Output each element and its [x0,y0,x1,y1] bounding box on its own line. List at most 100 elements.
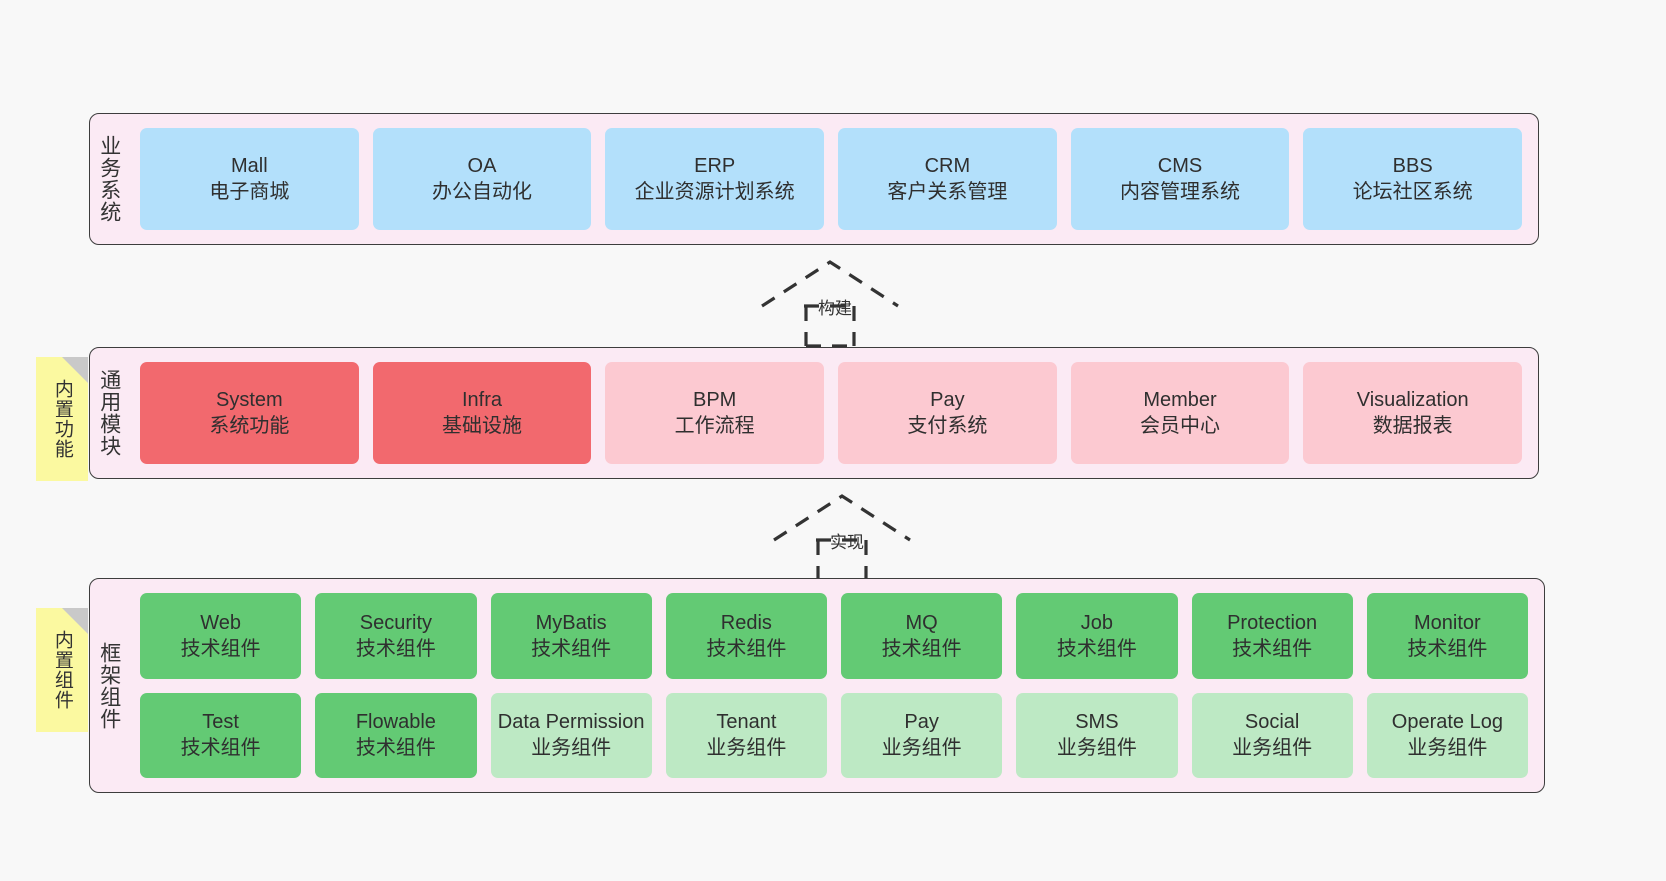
module-name: Visualization [1356,389,1469,411]
component-subtitle: 业务组件 [706,737,787,760]
module-box-member[interactable]: Member 会员中心 [1070,362,1290,464]
arrow-build-icon [760,258,900,348]
component-box-test[interactable]: Test 技术组件 [140,692,302,778]
component-subtitle: 技术组件 [180,737,261,760]
module-box-system[interactable]: System 系统功能 [140,362,359,464]
module-name: System [215,389,283,411]
component-name: Web [200,611,241,634]
component-subtitle: 技术组件 [180,637,261,660]
layer-common-module: 通用模块 System 系统功能 Infra 基础设施 BPM 工作流程 Pay… [89,347,1539,479]
module-box-visualization[interactable]: Visualization 数据报表 [1303,362,1523,464]
sticky-fold-corner [62,608,88,634]
component-box-job[interactable]: Job 技术组件 [1016,593,1178,679]
module-subtitle: 数据报表 [1372,415,1453,437]
layer-boxes-business-system: Mall 电子商城 OA 办公自动化 ERP 企业资源计划系统 CRM 客户关系… [128,114,1538,244]
component-subtitle: 技术组件 [355,737,436,760]
box-row: System 系统功能 Infra 基础设施 BPM 工作流程 Pay 支付系统… [140,362,1523,464]
module-name: Pay [930,389,965,411]
component-name: Data Permission [497,711,645,734]
component-name: Tenant [716,711,777,734]
module-subtitle: 办公自动化 [432,181,532,203]
layer-boxes-framework-component: Web 技术组件 Security 技术组件 MyBatis 技术组件 Redi… [128,579,1544,792]
module-subtitle: 客户关系管理 [887,181,1008,203]
module-name: BBS [1392,155,1433,177]
module-name: ERP [694,155,736,177]
component-subtitle: 技术组件 [531,637,612,660]
component-box-tenant[interactable]: Tenant 业务组件 [665,692,827,778]
module-name: Infra [461,389,503,411]
module-box-bbs[interactable]: BBS 论坛社区系统 [1303,128,1523,230]
component-name: SMS [1075,711,1119,734]
component-box-sms[interactable]: SMS 业务组件 [1016,692,1178,778]
module-subtitle: 电子商城 [209,181,290,203]
component-box-monitor[interactable]: Monitor 技术组件 [1366,593,1528,679]
layer-framework-component: 框架组件 Web 技术组件 Security 技术组件 MyBatis 技术组件… [89,578,1545,793]
module-subtitle: 内容管理系统 [1120,181,1241,203]
arrow-implement-label: 实现 [830,533,864,552]
component-subtitle: 技术组件 [1232,637,1313,660]
component-box-mq[interactable]: MQ 技术组件 [841,593,1003,679]
box-row: Web 技术组件 Security 技术组件 MyBatis 技术组件 Redi… [140,593,1528,679]
module-subtitle: 论坛社区系统 [1352,181,1473,203]
module-name: OA [467,155,497,177]
module-box-oa[interactable]: OA 办公自动化 [372,128,592,230]
component-subtitle: 技术组件 [706,637,787,660]
layer-boxes-common-module: System 系统功能 Infra 基础设施 BPM 工作流程 Pay 支付系统… [128,348,1538,478]
module-box-cms[interactable]: CMS 内容管理系统 [1070,128,1290,230]
component-box-protection[interactable]: Protection 技术组件 [1191,593,1353,679]
module-subtitle: 会员中心 [1140,415,1221,437]
module-subtitle: 工作流程 [674,415,755,437]
sticky-fold-corner [62,357,88,383]
module-name: Member [1143,389,1217,411]
module-box-erp[interactable]: ERP 企业资源计划系统 [605,128,825,230]
module-subtitle: 企业资源计划系统 [634,181,795,203]
layer-title-business-system: 业务系统 [97,135,121,223]
sticky-note-label: 内置功能 [51,379,73,459]
component-name: Job [1080,611,1113,634]
layer-title-framework-component: 框架组件 [97,641,121,730]
component-box-social[interactable]: Social 业务组件 [1191,692,1353,778]
module-name: CRM [924,155,971,177]
component-name: Pay [904,711,939,734]
sticky-note-label: 内置组件 [51,630,73,710]
module-box-infra[interactable]: Infra 基础设施 [372,362,592,464]
module-subtitle: 基础设施 [442,415,522,437]
module-box-mall[interactable]: Mall 电子商城 [140,128,359,230]
component-name: Redis [720,611,772,634]
component-box-pay[interactable]: Pay 业务组件 [841,692,1003,778]
component-subtitle: 技术组件 [1056,637,1137,660]
component-subtitle: 业务组件 [1056,737,1137,760]
sticky-note-builtin-component: 内置组件 [36,608,88,732]
component-name: Protection [1227,611,1318,634]
module-subtitle: 支付系统 [907,415,988,437]
module-box-pay[interactable]: Pay 支付系统 [838,362,1057,464]
box-row: Test 技术组件 Flowable 技术组件 Data Permission … [140,692,1528,778]
component-name: Monitor [1414,611,1481,634]
component-name: Test [202,711,239,734]
component-name: Security [359,611,432,634]
component-box-mybatis[interactable]: MyBatis 技术组件 [490,593,652,679]
component-name: Social [1244,711,1300,734]
component-box-security[interactable]: Security 技术组件 [315,593,477,679]
component-subtitle: 技术组件 [1407,637,1488,660]
layer-business-system: 业务系统 Mall 电子商城 OA 办公自动化 ERP 企业资源计划系统 CRM… [89,113,1539,245]
component-box-web[interactable]: Web 技术组件 [140,593,302,679]
sticky-note-builtin-function: 内置功能 [36,357,88,481]
component-subtitle: 业务组件 [531,737,612,760]
module-box-crm[interactable]: CRM 客户关系管理 [838,128,1057,230]
component-subtitle: 业务组件 [1407,737,1488,760]
module-subtitle: 系统功能 [209,415,290,437]
component-box-operate-log[interactable]: Operate Log 业务组件 [1366,692,1528,778]
component-name: Operate Log [1391,711,1503,734]
module-box-bpm[interactable]: BPM 工作流程 [605,362,825,464]
component-box-flowable[interactable]: Flowable 技术组件 [315,692,477,778]
module-name: Mall [231,155,268,177]
component-box-redis[interactable]: Redis 技术组件 [665,593,827,679]
component-subtitle: 业务组件 [881,737,962,760]
arrow-implement-icon [772,492,912,582]
component-box-data-permission[interactable]: Data Permission 业务组件 [490,692,652,778]
box-row: Mall 电子商城 OA 办公自动化 ERP 企业资源计划系统 CRM 客户关系… [140,128,1523,230]
component-name: Flowable [355,711,436,734]
component-subtitle: 技术组件 [881,637,962,660]
component-subtitle: 业务组件 [1232,737,1313,760]
